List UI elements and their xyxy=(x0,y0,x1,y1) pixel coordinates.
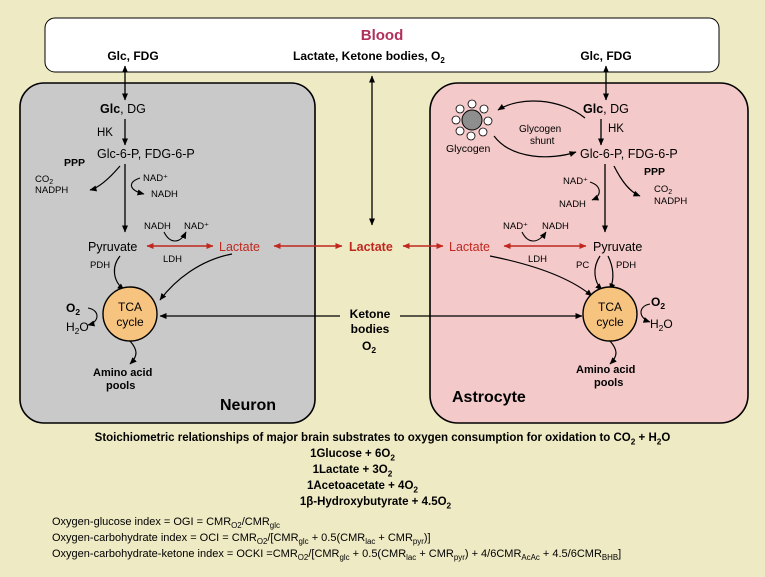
astro-pc: PC xyxy=(576,260,589,271)
neuron-ppp: PPP xyxy=(64,157,85,169)
astro-nadh-1: NADH xyxy=(559,199,586,210)
index-oci: Oxygen-carbohydrate index = OCI = CMRO2/… xyxy=(52,532,431,547)
astro-o2-arrow xyxy=(640,303,651,323)
blood-box xyxy=(44,17,720,73)
neuron-o2-arrow xyxy=(87,307,98,327)
neuron-pdh: PDH xyxy=(90,260,110,271)
center-lactate: Lactate xyxy=(349,240,393,254)
neuron-cell xyxy=(19,82,316,424)
astro-tca-line2: cycle xyxy=(596,315,624,329)
astro-glc: Glc, DG xyxy=(583,102,629,116)
index-ocki: Oxygen-carbohydrate-ketone index = OCKI … xyxy=(52,548,622,563)
astro-hk: HK xyxy=(608,123,624,135)
astrocyte-cell xyxy=(429,82,749,424)
astro-pdh: PDH xyxy=(616,260,636,271)
astro-tca-line1: TCA xyxy=(598,300,622,314)
astro-shunt-line2: shunt xyxy=(530,136,555,147)
blood-middle: Lactate, Ketone bodies, O2 xyxy=(293,49,445,65)
neuron-lactate-to-tca-arrow xyxy=(159,253,233,301)
neuron-nad-plus-1: NAD⁺ xyxy=(143,173,168,184)
astro-amino-line1: Amino acid xyxy=(576,364,635,376)
neuron-nadph: NADPH xyxy=(35,185,68,196)
neuron-nad-plus-2: NAD⁺ xyxy=(184,221,209,232)
astro-ldh: LDH xyxy=(528,254,547,265)
center-ketone-line1: Ketone xyxy=(350,307,391,321)
neuron-hk: HK xyxy=(97,127,113,139)
center-o2: O2 xyxy=(362,339,376,355)
glycogen-synthesis-arrow xyxy=(497,100,586,119)
neuron-ppp-arrow xyxy=(89,165,121,192)
astrocyte-label: Astrocyte xyxy=(452,389,526,406)
astro-nad-arrow xyxy=(589,181,600,201)
neuron-amino-arrow xyxy=(129,340,137,365)
astro-h2o: H2O xyxy=(650,317,673,333)
neuron-nad-arrow xyxy=(130,177,145,196)
neuron-amino-line2: pools xyxy=(106,380,135,392)
stoich-eq-lactate: 1Lactate + 3O2 xyxy=(312,464,393,479)
neuron-tca-line2: cycle xyxy=(116,315,144,329)
neuron-glc: Glc, DG xyxy=(100,102,146,116)
astro-nadph: NADPH xyxy=(654,196,687,207)
neuron-glc6p: Glc-6-P, FDG-6-P xyxy=(97,147,195,161)
neuron-amino-line1: Amino acid xyxy=(93,367,152,379)
astro-lactate-to-tca-arrow xyxy=(489,255,593,297)
astro-amino-arrow xyxy=(609,340,617,365)
neuron-label: Neuron xyxy=(220,397,276,414)
astro-shunt-line1: Glycogen xyxy=(519,124,561,135)
neuron-h2o: H2O xyxy=(66,320,89,336)
astro-lactate: Lactate xyxy=(449,240,490,254)
astro-o2: O2 xyxy=(651,295,665,311)
stoich-eq-glucose: 1Glucose + 6O2 xyxy=(310,448,395,463)
glycogen-breakdown-arrow xyxy=(493,135,577,158)
neuron-pyruvate: Pyruvate xyxy=(88,240,137,254)
center-ketone-line2: bodies xyxy=(351,322,390,336)
neuron-pdh-arrow xyxy=(113,255,125,291)
neuron-tca-line1: TCA xyxy=(118,300,142,314)
neuron-nadh-1: NADH xyxy=(151,189,178,200)
astro-ppp-arrow xyxy=(613,165,641,197)
blood-glc-left: Glc, FDG xyxy=(107,49,158,63)
astro-ppp: PPP xyxy=(644,166,665,178)
astro-nad-plus-2: NAD⁺ xyxy=(503,221,528,232)
astro-nad-plus-1: NAD⁺ xyxy=(563,176,588,187)
astro-glycogen: Glycogen xyxy=(446,143,491,155)
blood-glc-right: Glc, FDG xyxy=(580,49,631,63)
neuron-nadh-2: NADH xyxy=(144,221,171,232)
stoich-heading: Stoichiometric relationships of major br… xyxy=(94,432,671,447)
astro-ldh-cofactor-arrow xyxy=(521,231,547,242)
astro-pc-arrow xyxy=(594,255,603,291)
stoich-eq-hydroxybutyrate: 1β-Hydroxybutyrate + 4.5O2 xyxy=(299,496,452,511)
index-ogi: Oxygen-glucose index = OGI = CMRO2/CMRgl… xyxy=(52,516,280,531)
neuron-lactate: Lactate xyxy=(219,240,260,254)
astro-nadh-2: NADH xyxy=(542,221,569,232)
astro-co2: CO2 xyxy=(654,184,672,196)
astro-glc6p: Glc-6-P, FDG-6-P xyxy=(580,147,678,161)
astro-amino-line2: pools xyxy=(594,377,623,389)
neuron-co2: CO2 xyxy=(35,174,53,186)
neuron-tca-cycle xyxy=(102,286,158,342)
neuron-ldh-cofactor-arrow xyxy=(163,231,187,242)
astro-tca-cycle xyxy=(582,286,638,342)
glycogen-granule-icon xyxy=(451,99,493,141)
blood-title: Blood xyxy=(361,27,404,44)
neuron-ldh: LDH xyxy=(163,254,182,265)
astro-pyruvate: Pyruvate xyxy=(593,240,642,254)
stoich-eq-acetoacetate: 1Acetoacetate + 4O2 xyxy=(306,480,419,495)
neuron-o2: O2 xyxy=(66,301,80,317)
